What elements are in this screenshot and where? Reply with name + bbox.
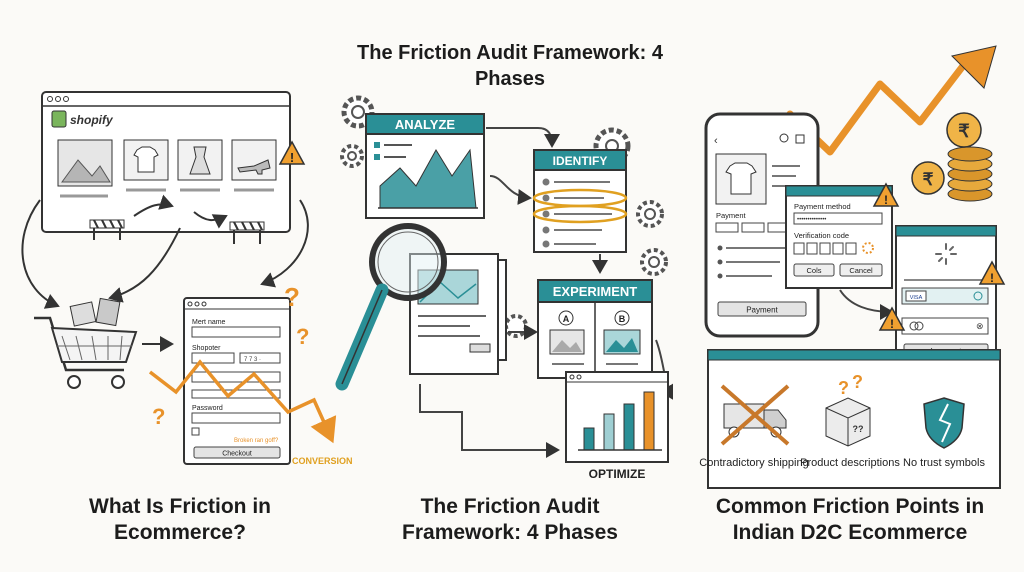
warning-icon: ! [278,140,306,165]
loading-spinner-icon [935,243,957,265]
warning-icon: ! ! [878,260,1006,331]
variant-b-label: B [619,314,626,324]
card-payment-dialog: VISA ⊗ Layment [895,225,997,367]
experiment-label: EXPERIMENT [553,284,638,299]
masked-value: •••••••••••••• [797,217,826,223]
rupee-symbol: ₹ [923,170,934,189]
back-icon[interactable]: ‹ [714,135,718,147]
shopper-input[interactable] [239,352,281,364]
otp-digit-input[interactable] [793,242,805,255]
roadblock-barrier-icon [229,221,265,244]
name-input[interactable] [191,326,281,338]
magnifier-icon [335,223,447,391]
svg-text:!: ! [990,271,994,285]
phone-payment-button-label: Payment [746,306,778,315]
search-icon[interactable] [779,133,789,143]
svg-text:?: ? [152,404,165,429]
visa-icon: VISA [910,295,923,301]
panel-friction-points: ₹ ₹ ‹ Payment Payment [699,45,1006,489]
svg-text:?: ? [838,378,849,398]
svg-text:?: ? [852,372,863,392]
panel-audit-framework: ANALYZE IDENTIFY [335,95,674,481]
analyze-label: ANALYZE [395,117,456,132]
otp-digit-input[interactable] [819,242,831,255]
warning-icon: ! [872,182,900,207]
rupee-coins-icon: ₹ ₹ [911,112,993,202]
panel2-title: The Friction Audit Framework: 4 Phases [402,495,618,544]
payment-method-label: Payment method [794,202,851,211]
svg-text:?: ? [284,282,300,312]
checkout-form-window: Mert name Shopoter 7 7 3 · Password Brok… [183,297,291,465]
product-heels-tile[interactable] [231,139,277,181]
variant-a-label: A [563,314,570,324]
brand-name: shopify [70,113,114,127]
password-label: Password [192,405,223,412]
friction-issues-panel: Contradictory shipping ?? ? ? Product de… [699,349,1001,489]
phone-payment-label: Payment [716,211,747,220]
roadblock-barrier-icon [89,219,125,240]
svg-text:!: ! [884,193,888,207]
svg-text:??: ?? [853,424,864,434]
rupee-symbol: ₹ [958,121,970,141]
payment-method-dialog: Payment method •••••••••••••• Verificati… [785,185,893,289]
conversion-label: CONVERSION [292,456,353,466]
shipping-truck-icon [720,384,790,446]
ok-button[interactable] [793,263,835,277]
svg-text:!: ! [890,317,894,331]
verification-label: Verification code [794,231,849,240]
bag-icon[interactable] [795,134,805,144]
store-browser-window: shopify [41,91,291,233]
shopper-select[interactable] [191,352,235,364]
svg-text:?: ? [296,324,309,349]
ok-button-label: Cols [806,266,821,275]
name-field-label: Mert name [192,319,226,326]
phase-analyze: ANALYZE [365,113,485,219]
remember-checkbox[interactable] [191,427,200,436]
loading-spinner-icon [862,242,874,254]
phase-identify: IDENTIFY [532,149,628,253]
phase-experiment: EXPERIMENT A B [537,279,653,379]
panel1-title: What Is Friction in Ecommerce? [89,495,271,544]
error-message: Broken ran goff? [234,438,279,444]
cancel-button-label: Cancel [849,266,873,275]
issue-label-descriptions: Product descriptions [800,457,900,469]
identify-label: IDENTIFY [553,154,608,168]
issue-label-trust: No trust symbols [903,457,985,469]
otp-digit-input[interactable] [832,242,844,255]
page-wireframe [409,253,507,375]
extra-input[interactable] [191,371,281,383]
issue-label-shipping: Contradictory shipping [699,457,808,469]
otp-digit-input[interactable] [806,242,818,255]
otp-digit-input[interactable] [845,242,857,255]
checkout-button-label: Checkout [222,451,252,458]
payment-method-input[interactable] [793,212,883,225]
top-title: The Friction Audit Framework: 4 Phases [357,42,663,90]
password-input[interactable] [191,412,281,424]
checkout-button[interactable] [193,446,281,459]
check-icon [973,291,983,301]
phone-payment-button[interactable] [717,301,807,317]
close-icon[interactable]: ⊗ [976,321,984,331]
question-mark-icon: ? ? ? [152,282,309,429]
broken-shield-icon [923,397,965,449]
conversion-drop-line [148,359,337,444]
panel-friction: shopify ! [21,91,353,466]
product-box-icon: ?? ? ? [825,372,871,447]
cancel-button[interactable] [839,263,883,277]
optimize-label: OPTIMIZE [589,467,646,481]
panel3-title: Common Friction Points in Indian D2C Eco… [715,495,985,544]
shopify-logo [51,110,67,128]
svg-text:!: ! [290,150,294,165]
shopper-input-value: 7 7 3 · [244,357,261,363]
shopping-cart-icon [34,297,138,389]
shopper-field-label: Shopoter [192,345,221,352]
phase-optimize [565,371,669,463]
